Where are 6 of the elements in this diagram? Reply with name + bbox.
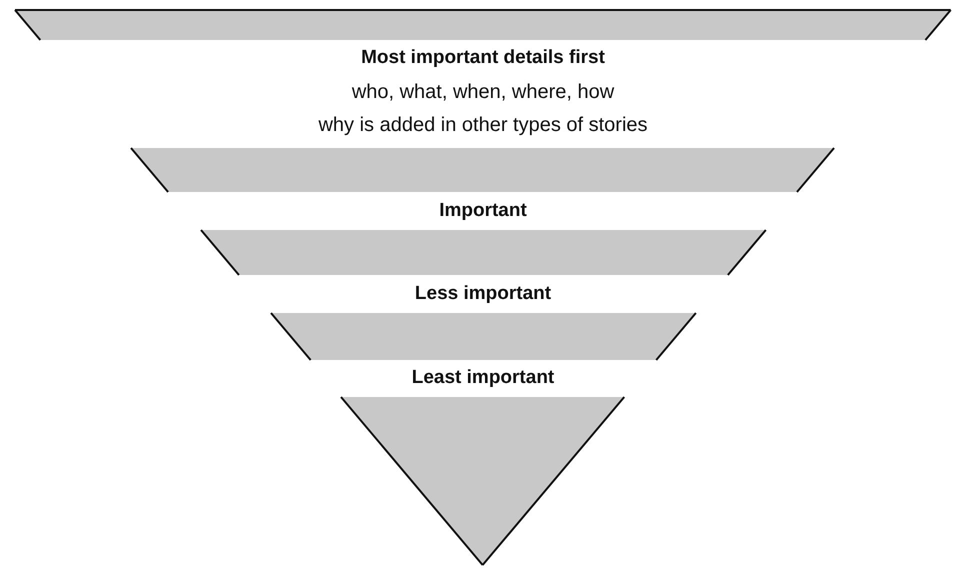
level-description: why is added in other types of stories — [318, 114, 648, 137]
level-description: who, what, when, where, how — [352, 81, 614, 104]
level-heading: Least important — [412, 367, 554, 389]
level-heading: Most important details first — [361, 47, 605, 69]
level-heading: Important — [439, 200, 527, 222]
level-heading: Less important — [414, 283, 552, 305]
